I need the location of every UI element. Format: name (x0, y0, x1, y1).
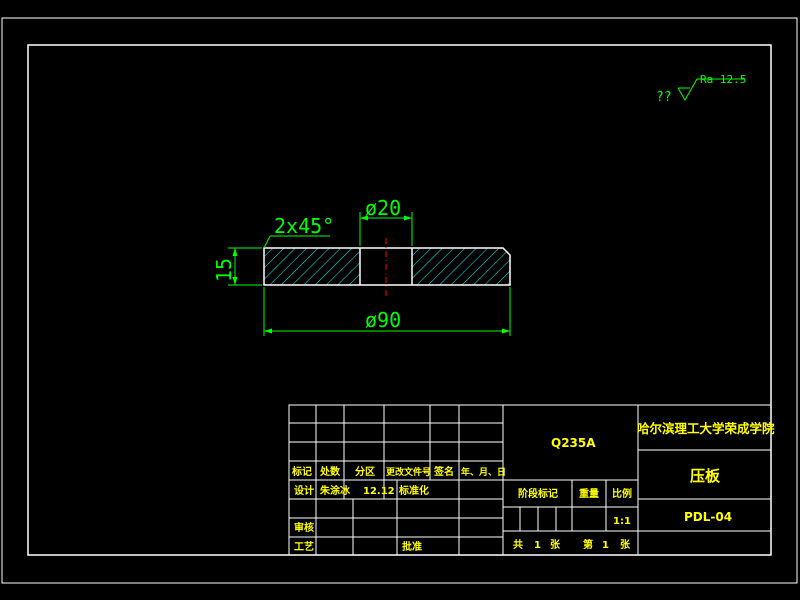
rev-col-doc: 更改文件号 (386, 466, 431, 478)
chamfer-dimension: 2x45° (274, 214, 334, 238)
hatch-right (412, 248, 510, 285)
rev-col-zone: 分区 (355, 465, 375, 478)
sheets-total-label: 共 (513, 538, 523, 551)
roughness-value: Ra 12.5 (700, 73, 746, 86)
part-outline (263, 247, 511, 286)
drawing-frame (27, 44, 772, 556)
school-name: 哈尔滨理工大学荣成学院 (637, 421, 775, 436)
part-section (263, 238, 511, 296)
thickness-dimension: 15 (212, 258, 236, 282)
revision-row: 标记 处数 分区 更改文件号 签名 年、月、日 (291, 465, 506, 478)
designer-label: 设计 (294, 484, 314, 497)
sheets-total: 1 (534, 540, 541, 551)
design-date: 12.12 (363, 486, 395, 497)
rev-col-date: 年、月、日 (461, 466, 506, 478)
rev-col-sign: 签名 (433, 465, 454, 478)
approve-label: 批准 (402, 540, 422, 553)
rev-col-mark: 标记 (291, 465, 312, 478)
title-block (288, 404, 772, 556)
scale-label: 比例 (612, 487, 632, 500)
bore-dimension: ø20 (365, 196, 401, 220)
rev-col-count: 处数 (319, 465, 341, 478)
roughness-check-icon (677, 78, 745, 101)
outer-diameter-dimension: ø90 (365, 308, 401, 332)
sheets-unit: 张 (550, 538, 561, 551)
drawing-number: PDL-04 (684, 510, 732, 524)
sheet-no-label: 第 (583, 538, 593, 551)
sheet-count: 共 1 张 第 1 张 (513, 538, 631, 551)
roughness-symbol: ?? Ra 12.5 (656, 73, 746, 105)
standardization-label: 标准化 (398, 484, 429, 497)
dimensions (228, 212, 511, 336)
scale-value: 1:1 (613, 516, 631, 527)
sheet-no-unit: 张 (620, 538, 631, 551)
material: Q235A (551, 436, 596, 450)
part-name: 压板 (690, 467, 721, 485)
designer-name: 朱涂冰 (320, 484, 351, 497)
sheet-border (1, 17, 798, 584)
sheet-no: 1 (602, 540, 609, 551)
stage-label: 阶段标记 (518, 487, 558, 500)
weight-label: 重量 (579, 487, 599, 500)
hatch-left (264, 248, 360, 285)
process-label: 工艺 (294, 540, 314, 553)
roughness-prefix: ?? (656, 90, 672, 105)
review-label: 审核 (294, 521, 314, 534)
